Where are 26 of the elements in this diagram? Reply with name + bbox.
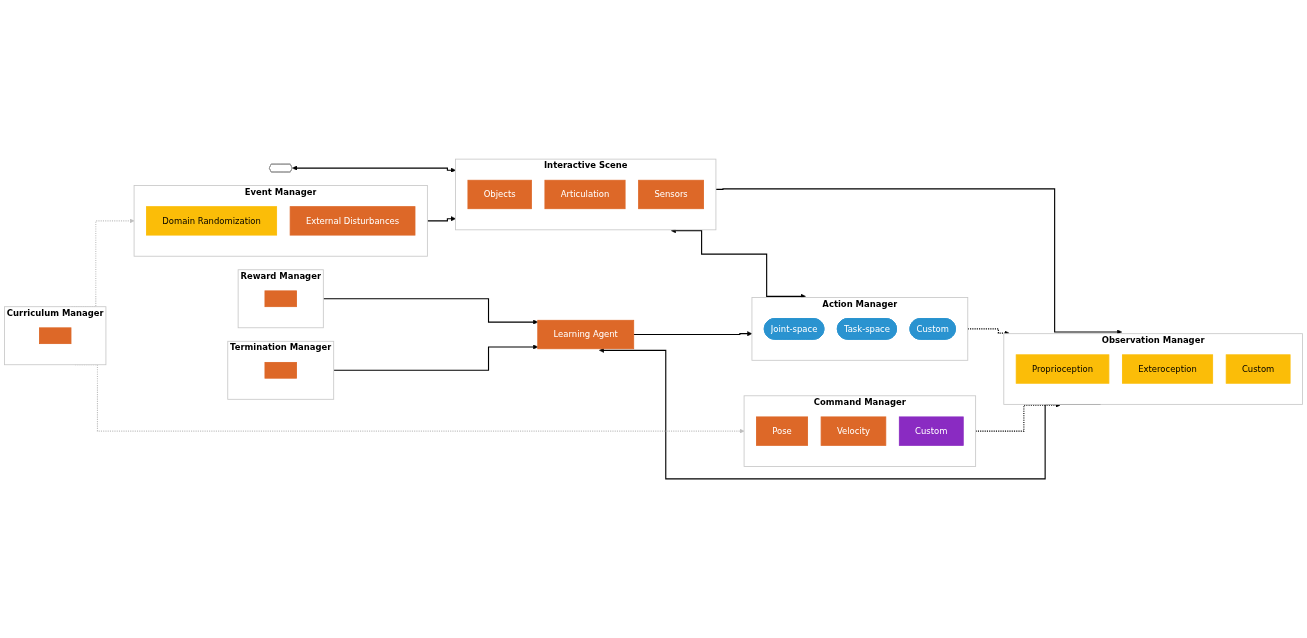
arrow (322, 298, 539, 325)
arrow (633, 331, 753, 337)
node-box (264, 290, 297, 308)
arrow (715, 188, 1123, 335)
node-box: Custom (898, 416, 964, 446)
node-box: Velocity (820, 416, 887, 446)
node-box (264, 362, 297, 379)
node-box: Pose (756, 416, 808, 446)
node-box: Custom (1225, 354, 1291, 384)
arrow (967, 328, 1010, 336)
node-box: Articulation (544, 179, 626, 210)
node-box: External Disturbances (289, 206, 416, 236)
arrow (426, 216, 456, 222)
node-box: Objects (467, 179, 532, 210)
arrow (333, 344, 539, 371)
cluster: Termination Manager (227, 340, 335, 400)
node-box (39, 327, 72, 345)
node-box: Domain Randomization (146, 206, 278, 236)
node-box: Sensors (638, 179, 704, 210)
arrow (670, 228, 806, 299)
node-box: Proprioception (1015, 354, 1110, 384)
node-box: Exteroception (1122, 354, 1214, 384)
node-box: Learning Agent (537, 319, 635, 350)
cluster: Curriculum Manager (4, 306, 107, 366)
cluster: Reward Manager (237, 269, 324, 329)
arrow (292, 165, 456, 173)
